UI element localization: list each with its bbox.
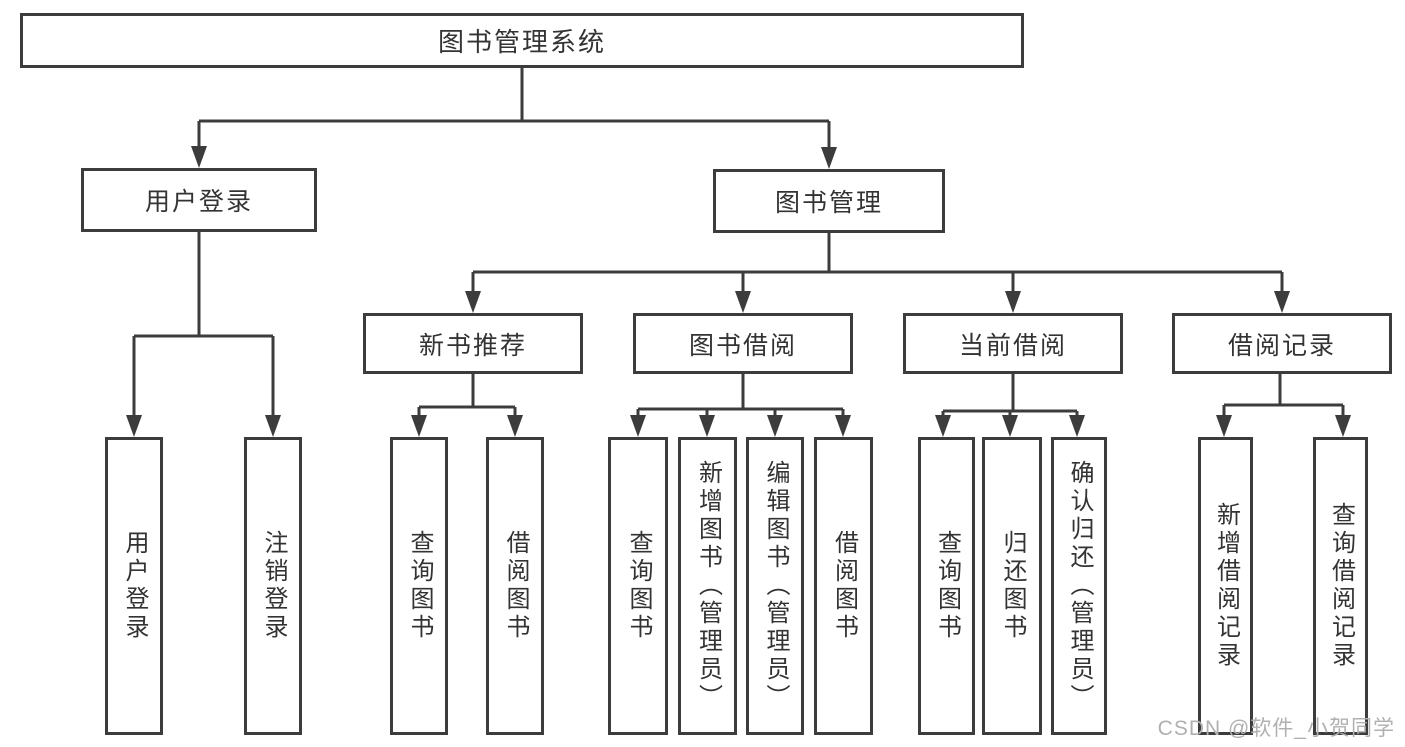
leaf-query-books-current: 查询图书 [918, 437, 975, 735]
node-current-borrowing: 当前借阅 [903, 313, 1123, 374]
node-label: 新书推荐 [418, 331, 527, 360]
node-label: 当前借阅 [958, 331, 1067, 360]
leaf-label: 查询图书 [406, 530, 433, 642]
leaf-label: 确认归还（管理员） [1066, 460, 1093, 712]
leaf-add-borrow-record: 新增借阅记录 [1198, 437, 1253, 735]
leaf-borrow-books-recommend: 借阅图书 [486, 437, 544, 735]
arrowheads [126, 146, 1351, 437]
leaf-return-books: 归还图书 [982, 437, 1042, 735]
node-label: 借阅记录 [1227, 331, 1336, 360]
node-label: 图书借阅 [688, 331, 797, 360]
leaf-label: 借阅图书 [830, 530, 858, 642]
leaf-query-books-borrow: 查询图书 [608, 437, 668, 735]
leaf-label: 查询借阅记录 [1327, 502, 1355, 670]
leaf-edit-books-admin: 编辑图书（管理员） [746, 437, 804, 735]
node-new-book-recommendation: 新书推荐 [363, 313, 583, 374]
leaf-logout: 注销登录 [244, 437, 302, 735]
node-library-management-system: 图书管理系统 [20, 13, 1024, 68]
leaf-label: 归还图书 [999, 530, 1026, 642]
leaf-label: 新增图书（管理员） [694, 460, 722, 712]
leaf-confirm-return-admin: 确认归还（管理员） [1051, 437, 1107, 735]
leaf-label: 借阅图书 [502, 530, 529, 642]
leaf-label: 新增借阅记录 [1212, 502, 1240, 670]
leaf-add-books-admin: 新增图书（管理员） [678, 437, 737, 735]
leaf-label: 用户登录 [121, 530, 148, 642]
node-book-management: 图书管理 [713, 169, 945, 233]
leaf-label: 编辑图书（管理员） [762, 460, 789, 712]
node-book-borrowing: 图书借阅 [633, 313, 853, 374]
csdn-watermark: CSDN @软件_小贺同学 [1157, 717, 1395, 740]
leaf-query-books-recommend: 查询图书 [390, 437, 448, 735]
leaf-user-login: 用户登录 [105, 437, 163, 735]
leaf-label: 注销登录 [260, 530, 287, 642]
leaf-borrow-books: 借阅图书 [814, 437, 873, 735]
leaf-query-borrow-record: 查询借阅记录 [1313, 437, 1368, 735]
node-label: 图书管理 [774, 189, 883, 217]
node-borrowing-records: 借阅记录 [1172, 313, 1392, 374]
node-user-login: 用户登录 [81, 168, 317, 232]
node-label: 用户登录 [144, 188, 253, 216]
leaf-label: 查询图书 [625, 530, 652, 642]
node-label: 图书管理系统 [437, 27, 606, 57]
leaf-label: 查询图书 [933, 530, 961, 642]
